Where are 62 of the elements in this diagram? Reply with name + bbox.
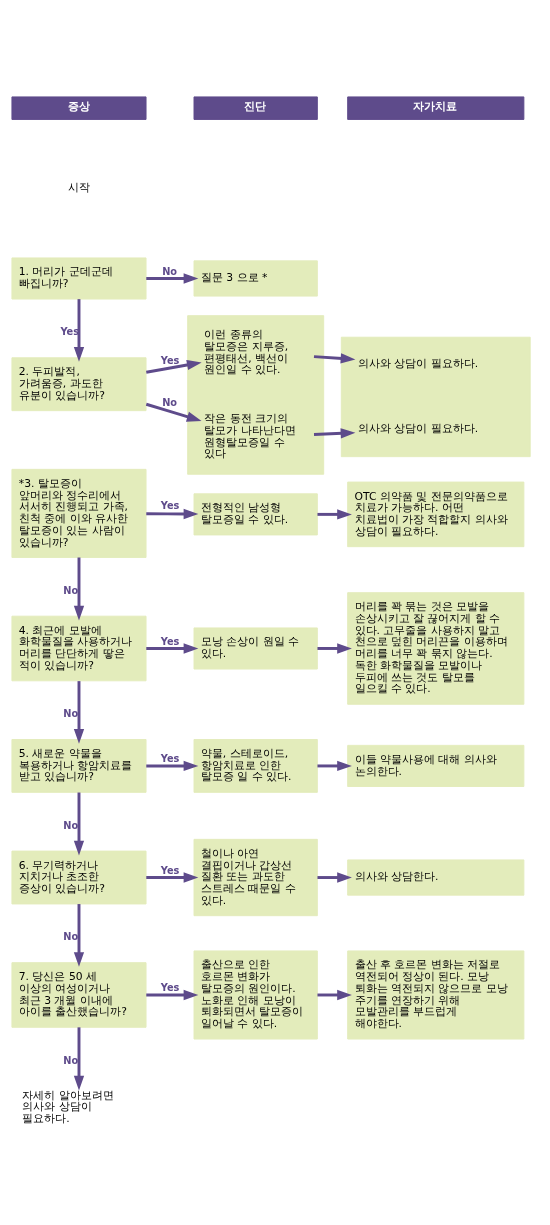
arrow (146, 871, 199, 883)
node-box: 출산 후 호르몬 변화는 저절로 역전되어 정상이 된다. 모낭 퇴화는 역전되지 않으므로 모낭 주기를 연장하기 위해 모발관리를 부드럽게 해야한다. (347, 949, 525, 1039)
node-text: 의사와 상담이 필요하다. (357, 356, 479, 370)
arrow (146, 272, 199, 284)
arrow (317, 508, 352, 520)
arrow (317, 642, 352, 654)
node-box: 5. 새로운 약물을 복용하거나 항암치료를 받고 있습니까? (11, 738, 147, 793)
node-box: 7. 당신은 50 세 이상의 여성이거나 최근 3 개월 이내에 아이를 출산했습니까? (11, 961, 147, 1028)
node-box: 철이나 아연 결핍이거나 갑상선 질환 또는 과도한 스트레스 때문일 수 있다. (193, 838, 318, 916)
node-box: 모낭 손상이 원일 수 있다. (193, 626, 318, 670)
node-text: 작은 동전 크기의 탈모가 나타난다면 원형탈모증일 수 있다 (204, 411, 296, 460)
arrow (145, 402, 202, 422)
node-box: 출산으로 인한 호르몬 변화가 탈모증의 원인이다. 노화로 인해 모낭이 퇴화되면서 탈모증이 일어날 수 있다. (193, 949, 318, 1039)
arrow (146, 642, 199, 654)
edge-label: No (162, 265, 178, 277)
arrow (73, 1026, 85, 1090)
arrow (146, 508, 199, 519)
arrow (313, 427, 356, 438)
arrow (73, 557, 85, 620)
label: 시작 (67, 180, 90, 194)
edge-label: Yes (160, 354, 180, 366)
node-box: 의사와 상담한다. (347, 858, 525, 896)
arrow (317, 760, 352, 771)
edge-label: Yes (160, 752, 180, 764)
edge-label: No (63, 584, 79, 596)
node-text: 이런 종류의 탈모증은 지루증, 편평태선, 백선이 원인일 수 있다. (204, 327, 289, 376)
arrow (317, 871, 352, 883)
node-box: 질문 3 으로 * (193, 259, 318, 297)
edge-label: No (63, 819, 79, 831)
edge-label: No (63, 930, 79, 942)
arrow (146, 359, 202, 374)
node-box: 증상 (11, 95, 147, 120)
node-box: *3. 탈모증이 앞머리와 정수리에서 서서히 진행되고 가족, 친척 중에 이와 유사한 탈모증이 있는 사람이 있습니까? (11, 468, 147, 558)
arrow (73, 792, 85, 855)
arrow (313, 352, 356, 364)
edge-label: Yes (160, 499, 180, 511)
node-box: 진단 (193, 95, 318, 120)
edge-label: Yes (160, 981, 180, 993)
node-box: 머리를 꽉 묶는 것은 모발을 손상시키고 잘 끊어지게 할 수 있다. 고무줄을 사용하지 말고 천으로 덮힌 머리끈을 이용하며 머리를 너무 꽉 묶지 않는다. 독한 화학물질을 모발이나 두피에 쓰는 것도 탈모를 일으킬 수 있다. (347, 591, 525, 705)
arrow (73, 298, 85, 362)
arrow (73, 680, 85, 744)
arrow (146, 989, 199, 1000)
node-box: OTC 의약품 및 전문의약품으로 치료가 가능하다. 어떤 치료법이 가장 적합할지 의사와 상담이 필요하다. (347, 481, 525, 547)
edge-label: Yes (160, 635, 180, 647)
node-text: 자세히 알아보려면 의사와 상담이 필요하다. (22, 1088, 114, 1125)
arrow (317, 989, 352, 1000)
node-box: 4. 최근에 모발에 화학물질을 사용하거나 머리를 단단하게 땋은 적이 있습니까? (11, 615, 147, 681)
arrow (146, 760, 199, 771)
node-box: 전형적인 남성형 탈모증일 수 있다. (193, 492, 318, 535)
node-box: 자가치료 (347, 95, 525, 120)
node-box: 1. 머리가 군데군데 빠집니까? (11, 256, 147, 300)
edge-label: No (63, 707, 79, 719)
node-box: 이들 약물사용에 대해 의사와 논의한다. (347, 744, 525, 787)
edge-label: Yes (160, 864, 180, 876)
node-text: 의사와 상담이 필요하다. (357, 421, 479, 435)
edge-label: Yes (60, 325, 80, 337)
edge-label: No (63, 1054, 79, 1066)
edge-label: No (162, 396, 178, 408)
node-box: 6. 무기력하거나 지치거나 초조한 증상이 있습니까? (11, 850, 147, 904)
node-box: 2. 두피발적, 가려움증, 과도한 유분이 있습니까? (11, 356, 147, 411)
node-box: 약물, 스테로이드, 항암치료로 인한 탈모증 일 수 있다. (193, 738, 318, 793)
arrow (73, 903, 85, 967)
